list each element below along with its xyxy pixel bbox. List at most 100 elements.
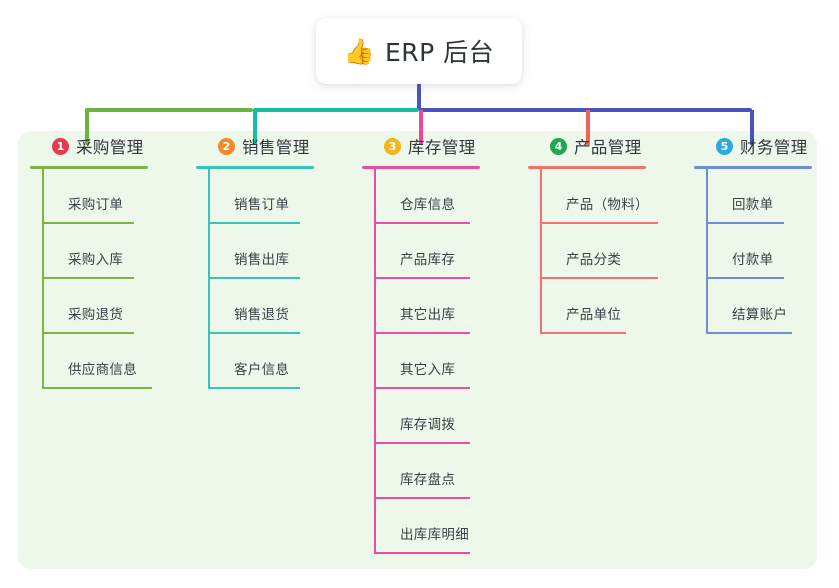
branch-item[interactable]: 客户信息 [196, 334, 314, 389]
branch-item-label: 采购退货 [68, 307, 124, 323]
branch-item-label: 采购订单 [68, 197, 124, 213]
branch-item[interactable]: 供应商信息 [30, 334, 152, 389]
branch-item[interactable]: 仓库信息 [362, 169, 480, 224]
branch-purchasing: 1 采购管理采购订单采购入库采购退货供应商信息 [30, 131, 152, 389]
diagram-background-panel [18, 131, 817, 569]
drop-finance [750, 110, 754, 145]
branch-title-sales: 销售管理 [242, 138, 310, 157]
branch-item-stem [42, 169, 44, 224]
branch-item-label: 产品分类 [566, 252, 622, 268]
branch-item-underline [42, 387, 152, 389]
branch-item-underline [208, 332, 300, 334]
branch-item-label: 其它入库 [400, 362, 456, 378]
branch-item-stem [374, 444, 376, 499]
branch-item[interactable]: 回款单 [694, 169, 812, 224]
branch-item-label: 回款单 [732, 197, 774, 213]
branch-header-inventory[interactable]: 3 库存管理 [362, 131, 480, 161]
branch-item[interactable]: 销售出库 [196, 224, 314, 279]
branch-number-badge: 3 [384, 137, 401, 155]
branch-item[interactable]: 采购退货 [30, 279, 148, 334]
branch-item[interactable]: 其它出库 [362, 279, 480, 334]
branch-item[interactable]: 采购入库 [30, 224, 148, 279]
branch-item-stem [42, 224, 44, 279]
branch-item[interactable]: 产品单位 [528, 279, 646, 334]
branch-item-stem [540, 279, 542, 334]
branch-item-underline [208, 277, 300, 279]
branch-title-purchasing: 采购管理 [76, 138, 144, 157]
branch-header-purchasing[interactable]: 1 采购管理 [30, 131, 148, 161]
branch-title-product: 产品管理 [574, 138, 642, 157]
branch-item-underline [374, 442, 470, 444]
branch-item-label: 仓库信息 [400, 197, 456, 213]
branch-item-stem [374, 389, 376, 444]
branch-item-underline [540, 277, 658, 279]
branch-item-label: 产品单位 [566, 307, 622, 323]
branch-item-underline [208, 387, 300, 389]
branch-item-label: 结算账户 [732, 307, 788, 323]
branch-underline-sales [196, 166, 314, 169]
branch-item-stem [706, 169, 708, 224]
branch-item-label: 供应商信息 [68, 362, 137, 378]
branch-item-label: 其它出库 [400, 307, 456, 323]
teal-segment [253, 108, 419, 112]
branch-item[interactable]: 库存调拨 [362, 389, 480, 444]
branch-item-stem [208, 224, 210, 279]
branch-item[interactable]: 其它入库 [362, 334, 480, 389]
root-node-label: ERP 后台 [384, 38, 495, 67]
branch-item[interactable]: 产品（物料） [528, 169, 658, 224]
branch-item-underline [706, 222, 784, 224]
branch-item[interactable]: 出库库明细 [362, 499, 480, 554]
branch-item-stem [374, 279, 376, 334]
branch-item-stem [42, 334, 44, 389]
green-segment [85, 108, 253, 112]
branch-item-label: 库存调拨 [400, 417, 456, 433]
drop-inventory [419, 110, 423, 145]
branch-item[interactable]: 产品分类 [528, 224, 658, 279]
branch-title-finance: 财务管理 [740, 138, 808, 157]
branch-item-label: 库存盘点 [400, 472, 456, 488]
branch-item-underline [42, 222, 134, 224]
root-node-erp-backend[interactable]: 👍 ERP 后台 [316, 18, 522, 84]
branch-item-label: 销售退货 [234, 307, 290, 323]
branch-item-stem [208, 279, 210, 334]
branch-item-label: 出库库明细 [400, 527, 469, 543]
branch-item-stem [208, 334, 210, 389]
branch-items-product: 产品（物料） 产品分类产品单位 [528, 169, 658, 334]
branch-item-underline [42, 332, 134, 334]
branch-item[interactable]: 库存盘点 [362, 444, 480, 499]
branch-item-underline [374, 497, 470, 499]
branch-item[interactable]: 采购订单 [30, 169, 148, 224]
branch-item-stem [540, 224, 542, 279]
branch-title-inventory: 库存管理 [408, 138, 476, 157]
branch-item[interactable]: 销售订单 [196, 169, 314, 224]
branch-item-stem [706, 279, 708, 334]
branch-item-label: 销售出库 [234, 252, 290, 268]
branch-item-underline [374, 387, 470, 389]
branch-item-underline [42, 277, 134, 279]
branch-item-stem [208, 169, 210, 224]
branch-item-stem [374, 169, 376, 224]
branch-items-sales: 销售订单销售出库销售退货客户信息 [196, 169, 314, 389]
thumbs-up-icon: 👍 [343, 36, 375, 66]
branch-items-inventory: 仓库信息产品库存其它出库其它入库库存调拨库存盘点出库库明细 [362, 169, 480, 554]
branch-item-underline [374, 552, 470, 554]
branch-item[interactable]: 产品库存 [362, 224, 480, 279]
branch-item[interactable]: 销售退货 [196, 279, 314, 334]
branch-item-underline [374, 332, 470, 334]
branch-underline-inventory [362, 166, 480, 169]
branch-item-underline [706, 277, 784, 279]
root-connector-line [417, 84, 421, 111]
branch-number-badge: 1 [52, 137, 69, 155]
branch-item-stem [374, 334, 376, 389]
branch-item[interactable]: 付款单 [694, 224, 812, 279]
branch-item[interactable]: 结算账户 [694, 279, 812, 334]
branch-item-stem [374, 224, 376, 279]
branch-item-label: 销售订单 [234, 197, 290, 213]
